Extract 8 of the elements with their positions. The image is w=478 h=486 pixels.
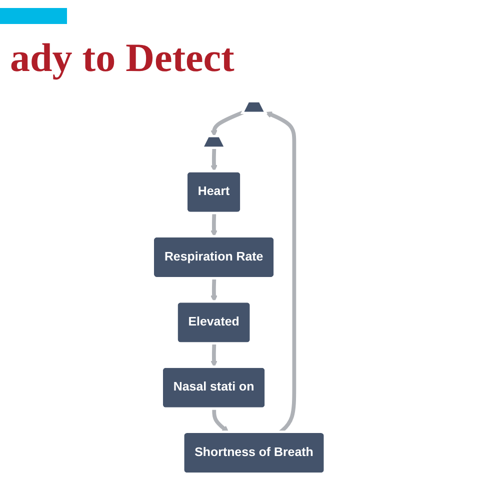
node-wedge (240, 100, 268, 114)
arrow (212, 408, 229, 433)
arrow (210, 344, 218, 368)
arrow (210, 148, 218, 172)
arrow (210, 213, 218, 237)
arrow (210, 110, 244, 137)
title: ady to Detect (10, 34, 234, 81)
arrow (210, 278, 218, 302)
